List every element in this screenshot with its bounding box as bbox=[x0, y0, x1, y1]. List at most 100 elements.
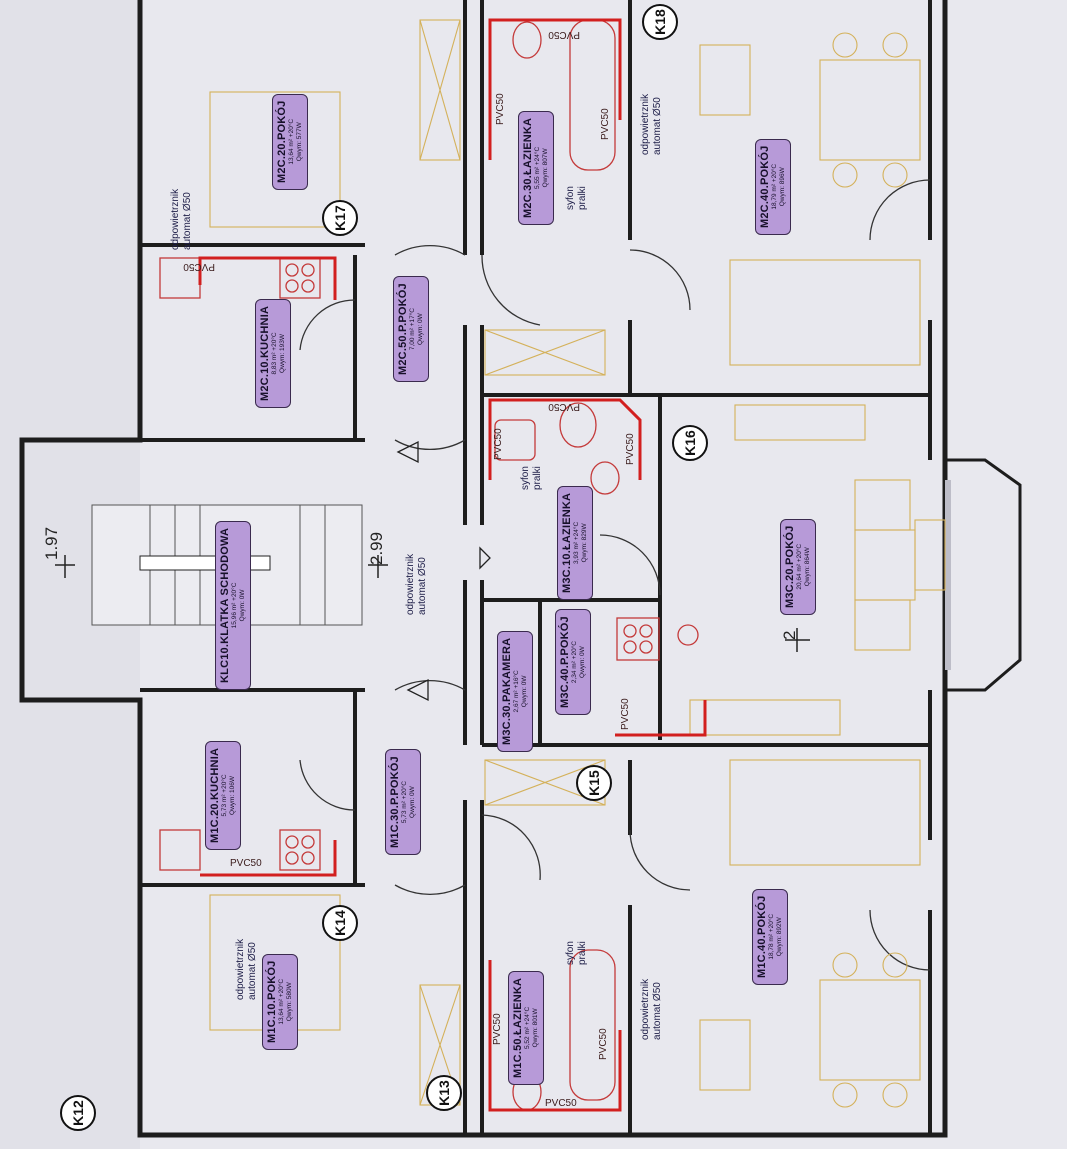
marker-k13: K13 bbox=[426, 1075, 462, 1111]
pipe-label: PVC50 bbox=[230, 858, 262, 869]
room-area-temp: 18,78 m² +20°C bbox=[768, 913, 775, 960]
trap-label-2: pralki bbox=[577, 941, 588, 965]
vent-note-line1: odpowietrznik bbox=[235, 938, 246, 1000]
trap-label: syfon bbox=[565, 941, 576, 965]
vent-note-line1: odpowietrznik bbox=[640, 93, 651, 155]
room-name: M1C.50.ŁAZIENKA bbox=[512, 977, 524, 1078]
marker-k12: K12 bbox=[60, 1095, 96, 1131]
pipe-label: PVC50 bbox=[548, 401, 580, 412]
room-name: M2C.20.POKÓJ bbox=[276, 100, 288, 183]
marker-k14: K14 bbox=[322, 905, 358, 941]
room-heat-load: Qwym: 0W bbox=[521, 675, 528, 708]
pipe-label: PVC50 bbox=[183, 261, 215, 272]
room-name: M1C.30.P.POKÓJ bbox=[389, 756, 401, 848]
trap-label: syfon bbox=[520, 466, 531, 490]
room-name: M3C.10.ŁAZIENKA bbox=[561, 492, 573, 593]
vent-note-line2: automat Ø50 bbox=[182, 192, 193, 250]
vent-note-line2: automat Ø50 bbox=[652, 982, 663, 1040]
room-area-temp: 3,93 m² +24°C bbox=[573, 521, 580, 564]
room-heat-load: Qwym: 896W bbox=[779, 167, 786, 207]
vent-note-line2: automat Ø50 bbox=[652, 97, 663, 155]
room-heat-load: Qwym: 106W bbox=[229, 775, 236, 815]
vent-note-line2: automat Ø50 bbox=[417, 557, 428, 615]
room-heat-load: Qwym: 0W bbox=[409, 786, 416, 818]
interior-walls bbox=[140, 0, 932, 1135]
marker-k17: K17 bbox=[322, 200, 358, 236]
pipe-label: PVC50 bbox=[493, 428, 504, 460]
room-area-temp: 13,64 m² +20°C bbox=[278, 978, 285, 1025]
exterior-walls bbox=[19, 0, 948, 1138]
marker-k15: K15 bbox=[576, 765, 612, 801]
room-heat-load: Qwym: 864W bbox=[804, 547, 811, 587]
marker-k18: K18 bbox=[642, 4, 678, 40]
room-area-temp: 2,67 m² +16°C bbox=[513, 670, 520, 713]
room-name: M2C.50.P.POKÓJ bbox=[397, 283, 409, 375]
room-heat-load: Qwym: 577W bbox=[296, 122, 303, 162]
pipe-label: PVC50 bbox=[620, 698, 631, 730]
trap-label-2: pralki bbox=[532, 466, 543, 490]
room-heat-load: Qwym: 193W bbox=[279, 333, 286, 373]
doors bbox=[299, 179, 931, 971]
plumbing-pipes bbox=[198, 18, 707, 1112]
room-area-temp: 5,73 m² +20°C bbox=[221, 774, 228, 817]
level-mark: 2.99 bbox=[367, 531, 386, 565]
room-name: M3C.30.PAKAMERA bbox=[501, 637, 513, 745]
marker-k16: K16 bbox=[672, 425, 708, 461]
room-area-temp: 18,79 m² +20°C bbox=[771, 163, 778, 210]
room-name: M1C.40.POKÓJ bbox=[756, 895, 768, 978]
room-heat-load: Qwym: 892W bbox=[776, 917, 783, 957]
vent-note-line1: odpowietrznik bbox=[405, 553, 416, 615]
room-heat-load: Qwym: 0W bbox=[417, 313, 424, 345]
room-heat-load: Qwym: 807W bbox=[542, 148, 549, 188]
pipe-label: PVC50 bbox=[492, 1013, 503, 1045]
room-area-temp: 5,52 m² +24°C bbox=[524, 1006, 531, 1049]
room-area-temp: 5,73 m² +20°C bbox=[401, 780, 408, 824]
room-heat-load: Qwym: 801W bbox=[532, 1008, 539, 1048]
room-area-temp: 2,34 m² +20°C bbox=[571, 640, 578, 684]
pipe-label: PVC50 bbox=[625, 433, 636, 465]
pipe-label: PVC50 bbox=[600, 108, 611, 140]
pipe-label: PVC50 bbox=[495, 93, 506, 125]
room-name: M1C.10.POKÓJ bbox=[266, 960, 278, 1043]
room-heat-load: Qwym: 0W bbox=[579, 646, 586, 678]
trap-label-2: pralki bbox=[577, 186, 588, 210]
room-area-temp: 20,64 m² +20°C bbox=[796, 543, 803, 590]
room-name: M2C.30.ŁAZIENKA bbox=[522, 117, 534, 218]
room-area-temp: 7,00 m² +17°C bbox=[409, 307, 416, 351]
vent-note-line2: automat Ø50 bbox=[247, 942, 258, 1000]
room-name: M2C.40.POKÓJ bbox=[759, 145, 771, 228]
level-mark: 1.97 bbox=[42, 526, 61, 560]
pipe-label: PVC50 bbox=[545, 1098, 577, 1109]
room-name: M2C.10.KUCHNIA bbox=[259, 305, 271, 401]
bay-window bbox=[945, 458, 1022, 692]
room-heat-load: Qwym: 829W bbox=[581, 523, 588, 563]
room-area-temp: 15,96 m² +20°C bbox=[231, 582, 238, 629]
direction-arrows bbox=[396, 440, 491, 702]
room-name: M3C.40.P.POKÓJ bbox=[559, 616, 571, 708]
room-area-temp: 13,64 m² +20°C bbox=[288, 118, 295, 165]
level-mark: 2 bbox=[780, 630, 799, 640]
level-symbols bbox=[55, 555, 810, 652]
room-name: M3C.20.POKÓJ bbox=[784, 525, 796, 608]
